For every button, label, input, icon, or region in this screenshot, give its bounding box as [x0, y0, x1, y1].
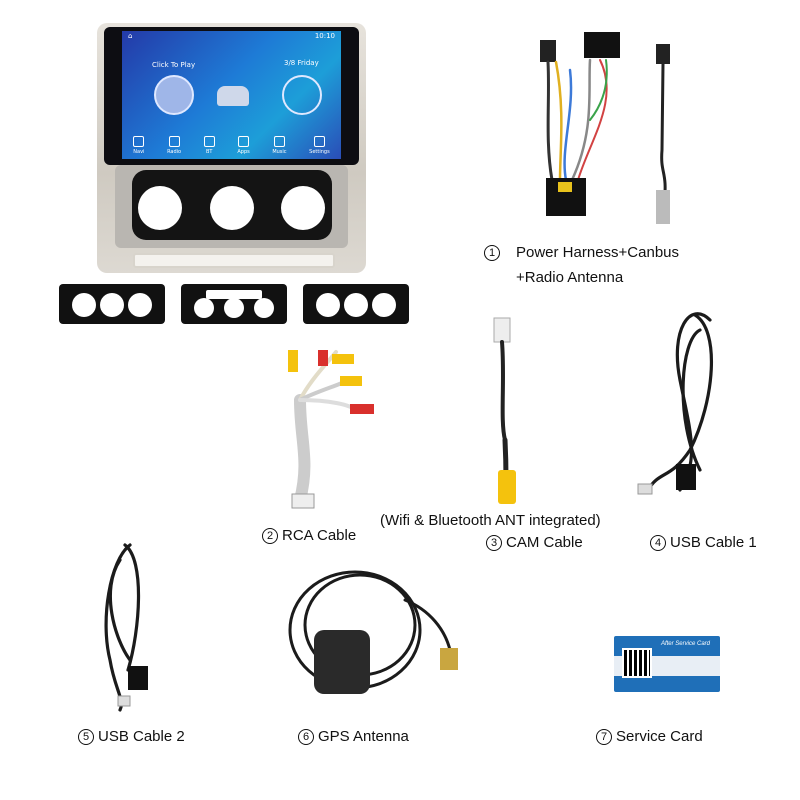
music-icon	[273, 136, 285, 147]
trim-panel-3	[303, 284, 409, 324]
app-radio[interactable]: Radio	[167, 136, 181, 155]
item6-label: 6 GPS Antenna	[298, 728, 409, 745]
cam-cable	[493, 317, 516, 504]
item4-label: 4 USB Cable 1	[650, 534, 757, 551]
service-card-title: After Service Card	[660, 641, 710, 647]
item6-number: 6	[298, 728, 314, 745]
car-icon	[217, 86, 249, 106]
navi-icon	[133, 136, 145, 147]
apps-icon	[238, 136, 250, 147]
item3-number: 3	[486, 534, 502, 551]
trim-panel-1	[59, 284, 165, 324]
trim-hole	[372, 293, 396, 317]
album-art	[154, 75, 194, 115]
app-settings[interactable]: Settings	[309, 136, 330, 155]
trim-hole	[194, 298, 214, 318]
analog-clock	[282, 75, 322, 115]
trim-panel-2	[181, 284, 287, 324]
item4-number: 4	[650, 534, 666, 551]
app-apps[interactable]: Apps	[237, 136, 250, 155]
app-navi[interactable]: Navi	[133, 136, 144, 155]
climate-knob-center	[210, 186, 254, 230]
wifi-note: (Wifi & Bluetooth ANT integrated)	[380, 512, 601, 529]
item2-number: 2	[262, 527, 278, 544]
trim-hole	[316, 293, 340, 317]
trim-slot	[206, 290, 262, 299]
bluetooth-icon	[203, 136, 215, 147]
head-unit-screen: ⌂ 10:10 Click To Play 3/8 Friday Navi Ra…	[122, 31, 341, 159]
clock: 10:10	[314, 32, 335, 40]
antenna-tip	[656, 190, 670, 224]
rca-cable	[288, 350, 374, 509]
radio-icon	[168, 136, 180, 147]
service-card-image: After Service Card	[614, 636, 720, 692]
app-bt[interactable]: BT	[203, 136, 215, 155]
trim-hole	[344, 293, 368, 317]
trim-hole	[100, 293, 124, 317]
trim-hole	[72, 293, 96, 317]
item5-number: 5	[78, 728, 94, 745]
settings-icon	[313, 136, 325, 147]
music-widget-label: Click To Play	[152, 61, 196, 69]
item2-label: 2 RCA Cable	[262, 527, 356, 544]
gps-connector	[440, 648, 458, 670]
item7-label: 7 Service Card	[596, 728, 703, 745]
item1-label-line2: +Radio Antenna	[516, 269, 624, 286]
antenna-plug	[656, 44, 670, 64]
home-icon: ⌂	[128, 32, 133, 40]
item5-label: 5 USB Cable 2	[78, 728, 185, 745]
app-dock: Navi Radio BT Apps Music Settings	[122, 136, 341, 155]
power-harness	[540, 32, 670, 224]
harness-plug	[540, 40, 556, 62]
trim-hole	[224, 298, 244, 318]
usb-cable-1	[637, 312, 714, 495]
item7-number: 7	[596, 728, 612, 745]
app-music[interactable]: Music	[272, 136, 287, 155]
trim-hole	[254, 298, 274, 318]
qr-code-icon	[622, 648, 652, 678]
gps-puck	[314, 630, 370, 694]
item1-number: 1	[484, 244, 500, 261]
gps-antenna	[288, 570, 458, 694]
item3-label: 3 CAM Cable	[486, 534, 583, 551]
lower-slot	[133, 253, 335, 268]
item1-label: 1 Power Harness+Canbus	[484, 244, 679, 261]
usb-cable-2	[104, 543, 148, 712]
trim-hole	[128, 293, 152, 317]
climate-knob-left	[138, 186, 182, 230]
climate-knob-right	[281, 186, 325, 230]
date-label: 3/8 Friday	[284, 59, 319, 67]
canbus-box	[584, 32, 620, 58]
status-bar: ⌂ 10:10	[122, 31, 341, 42]
